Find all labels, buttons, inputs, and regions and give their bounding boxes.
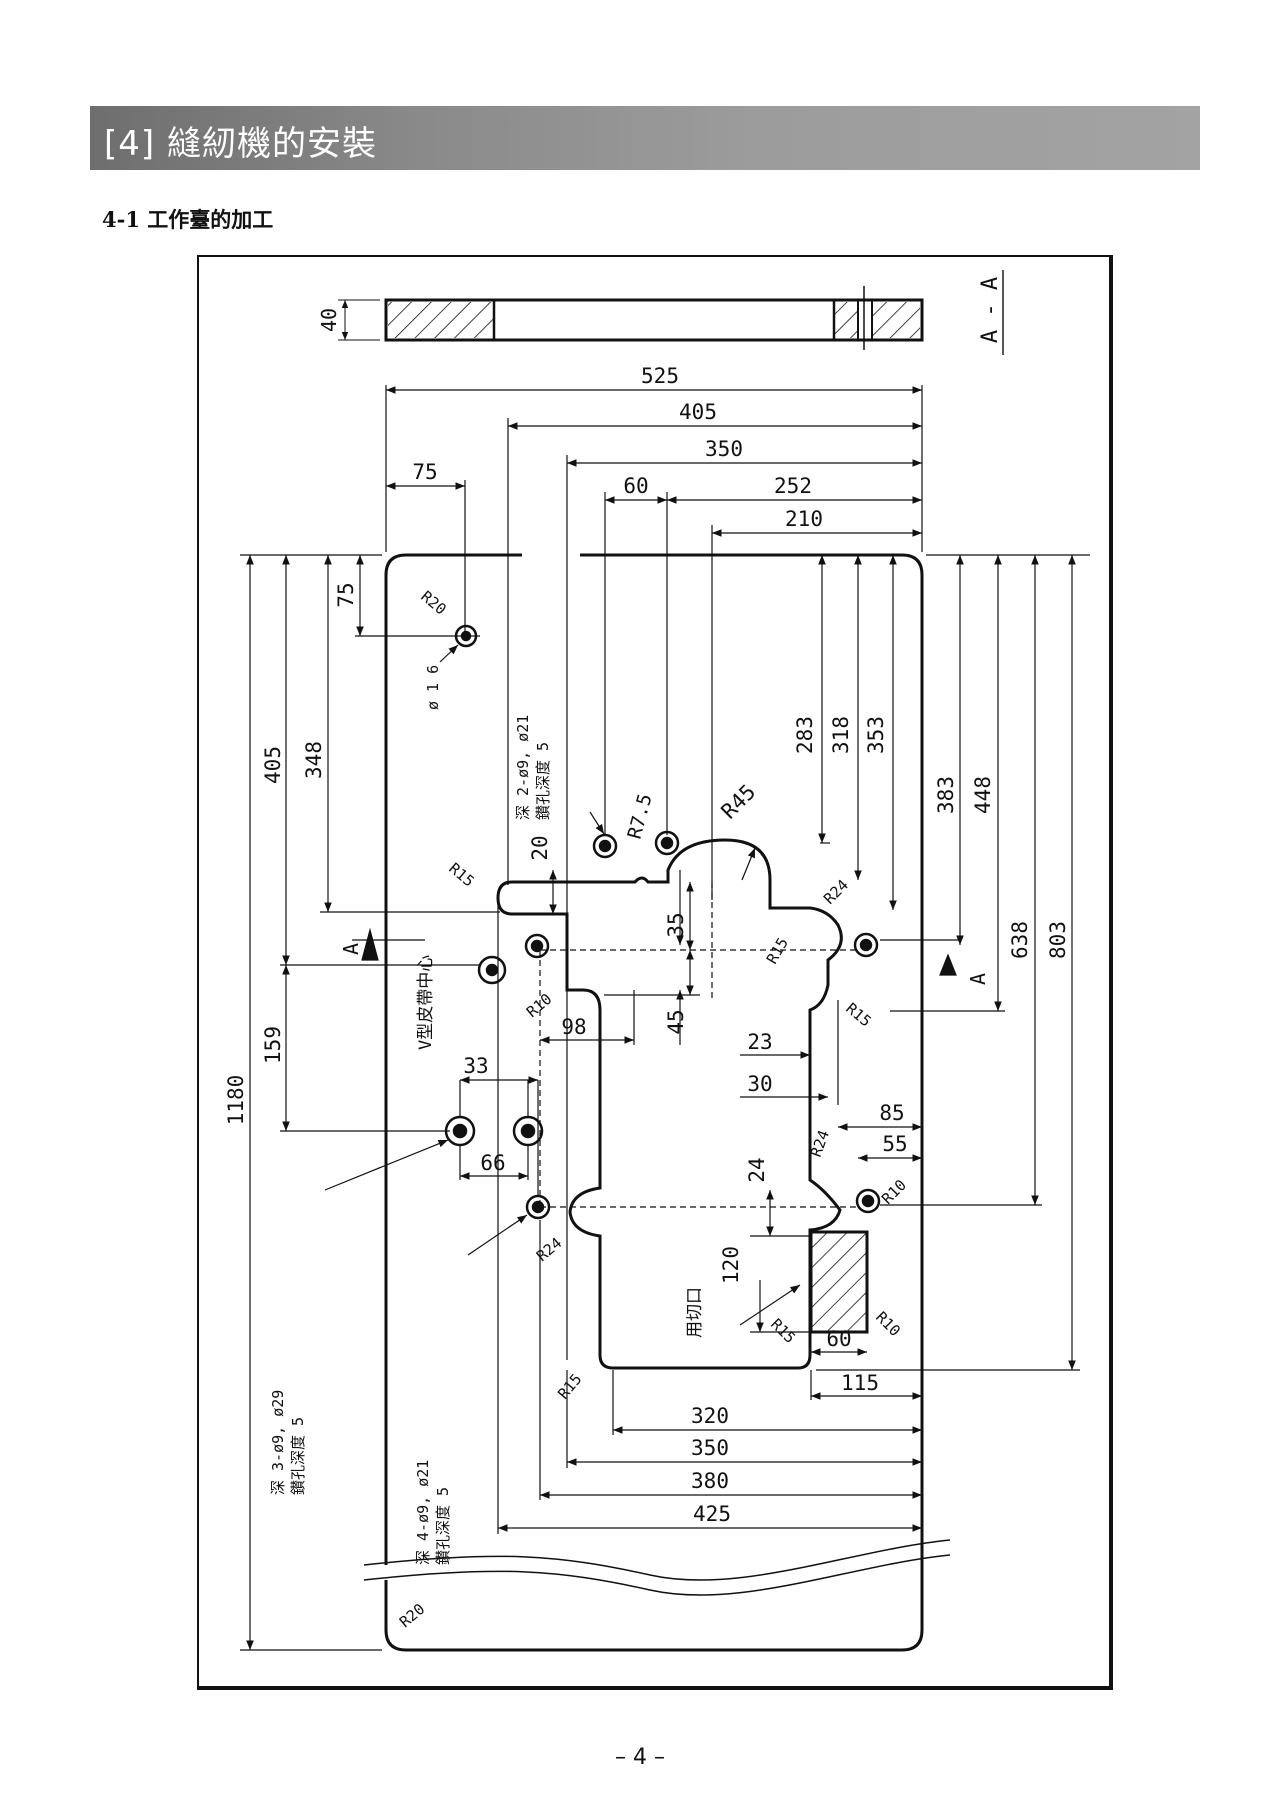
dim-380: 380 — [691, 1469, 729, 1493]
section-marker-left: A — [339, 943, 363, 955]
radius-r7-5: R7.5 — [624, 791, 657, 841]
dim-448: 448 — [971, 776, 995, 814]
dim-24: 24 — [745, 1157, 769, 1182]
dim-350-bottom: 350 — [691, 1436, 729, 1460]
dim-210: 210 — [785, 507, 823, 531]
note-4-holes-line2: 鑚孔深度 5 — [434, 1487, 452, 1565]
dim-1180: 1180 — [224, 1075, 248, 1126]
dim-55: 55 — [882, 1132, 907, 1156]
radius-r15-mid: R15 — [763, 935, 792, 967]
radius-r10-left: R10 — [523, 990, 555, 1021]
cut-slot-hatch — [809, 1230, 869, 1334]
radius-r10-cut: R10 — [872, 1308, 904, 1340]
section-header-title: [4] 縫紉機的安裝 — [104, 124, 377, 164]
dim-320: 320 — [691, 1404, 729, 1428]
holes — [444, 624, 881, 1220]
dim-45: 45 — [664, 1009, 688, 1034]
dim-525: 525 — [641, 364, 679, 388]
section-view: 40 A - A — [317, 270, 1004, 355]
dim-30: 30 — [747, 1072, 772, 1096]
radius-r15-right: R15 — [842, 999, 874, 1030]
dim-35: 35 — [664, 912, 688, 937]
radius-r15-bottom: R15 — [554, 1370, 585, 1402]
dim-section-thickness: 40 — [317, 308, 341, 332]
note-3-holes-line1: 深 3-ø9, ø29 — [269, 1390, 287, 1495]
dim-353: 353 — [864, 716, 888, 754]
hole-diameter-label: ø 1 6 — [424, 665, 442, 710]
radius-r20-bottom: R20 — [396, 1600, 428, 1631]
radius-r10-right: R10 — [878, 1176, 910, 1208]
dim-60-top: 60 — [623, 474, 648, 498]
dimension-labels: 525 405 350 60 252 210 75 98 33 66 23 30… — [224, 364, 1070, 1526]
note-2-holes-line1: 深 2-ø9, ø21 — [514, 715, 532, 820]
dim-350-top: 350 — [705, 437, 743, 461]
dim-425: 425 — [693, 1502, 731, 1526]
table-outline — [363, 553, 951, 1652]
section-hatch-right — [872, 302, 920, 338]
dim-405-top: 405 — [679, 400, 717, 424]
dim-318: 318 — [829, 716, 853, 754]
dim-23: 23 — [747, 1030, 772, 1054]
dim-252: 252 — [774, 474, 812, 498]
section-header-bar: [4] 縫紉機的安裝 — [90, 106, 1200, 170]
dim-75-left: 75 — [334, 582, 358, 607]
dim-803: 803 — [1046, 921, 1070, 959]
dim-98: 98 — [561, 1015, 586, 1039]
notes: ø 1 6 深 2-ø9, ø21 鑚孔深度 5 深 3-ø9, ø29 鑚孔深… — [269, 665, 990, 1565]
section-marker-right: A — [966, 973, 990, 985]
section-view-label: A - A — [978, 277, 1003, 343]
radius-r20-top: R20 — [417, 587, 449, 618]
dim-60-slot: 60 — [826, 1327, 851, 1351]
dim-115: 115 — [841, 1371, 879, 1395]
dim-383: 383 — [934, 776, 958, 814]
drawing-frame — [197, 255, 1113, 1690]
radius-r24-left: R24 — [533, 1234, 565, 1265]
dim-85: 85 — [879, 1101, 904, 1125]
dim-20: 20 — [528, 835, 552, 860]
radius-r15-cut: R15 — [767, 1315, 799, 1347]
dim-348: 348 — [302, 741, 326, 779]
dim-75-top: 75 — [412, 460, 437, 484]
dim-159: 159 — [261, 1026, 285, 1064]
radius-r15-left: R15 — [445, 859, 477, 890]
radius-r24-right: R24 — [820, 876, 852, 908]
subsection-title: 4-1 工作臺的加工 — [102, 207, 274, 232]
dim-120: 120 — [719, 1246, 743, 1284]
radius-r45: R45 — [717, 780, 761, 824]
vbelt-center-label: V型皮帶中心 — [416, 955, 436, 1050]
dim-638: 638 — [1008, 921, 1032, 959]
section-hatch-mid — [834, 302, 858, 338]
dimension-lines — [240, 385, 1090, 1651]
cutout-outline — [496, 838, 843, 1370]
dim-283: 283 — [793, 716, 817, 754]
dim-33: 33 — [463, 1054, 488, 1078]
dim-405-left: 405 — [261, 746, 285, 784]
note-3-holes-line2: 鑚孔深度 5 — [289, 1417, 307, 1495]
note-4-holes-line1: 深 4-ø9, ø21 — [414, 1460, 432, 1565]
note-2-holes-line2: 鑚孔深度 5 — [534, 742, 552, 820]
section-hatch-left — [388, 302, 493, 338]
page-number: – 4 – — [615, 1745, 665, 1770]
dim-66: 66 — [480, 1151, 505, 1175]
cutout-label: 用切口 — [685, 1287, 705, 1338]
